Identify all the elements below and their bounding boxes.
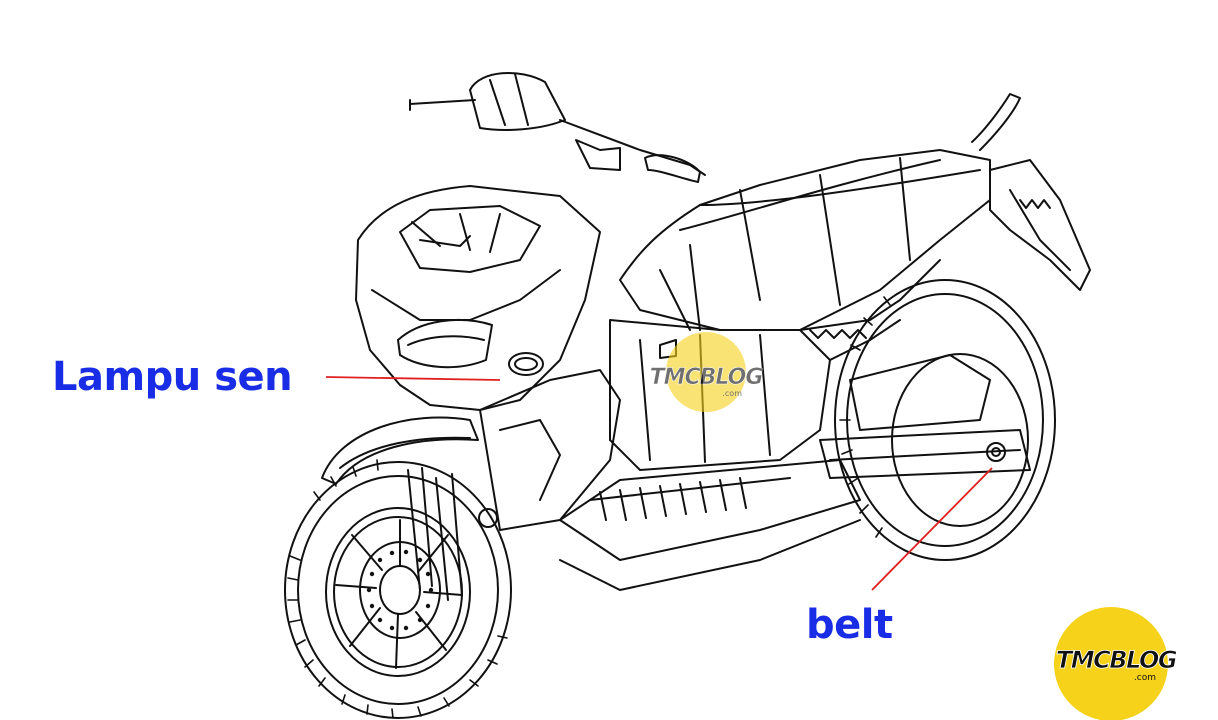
belt-label: belt xyxy=(806,602,893,648)
watermark-domain: .com xyxy=(722,389,742,398)
watermark-logo: TMCBLOG .com xyxy=(649,332,765,412)
front-fork xyxy=(321,416,498,601)
corner-logo-domain: .com xyxy=(1134,673,1156,683)
corner-logo-brand: TMCBLOG xyxy=(1056,646,1177,674)
watermark-brand: TMCBLOG xyxy=(650,365,764,390)
turn-signal-label: Lampu sen xyxy=(52,354,293,400)
pointer-lines xyxy=(325,376,993,591)
sen-pointer-line xyxy=(325,376,501,381)
front-wheel xyxy=(284,459,512,719)
corner-logo: TMCBLOG .com xyxy=(1054,607,1179,720)
belt-pointer-line xyxy=(871,467,993,591)
front-apron xyxy=(355,185,621,531)
scooter-line-art xyxy=(284,72,1091,719)
handlebar xyxy=(409,72,706,183)
footboard xyxy=(559,459,861,591)
body-and-seat xyxy=(609,93,1021,471)
rear-wheel xyxy=(819,279,1056,561)
rear-mudguard xyxy=(989,159,1091,291)
